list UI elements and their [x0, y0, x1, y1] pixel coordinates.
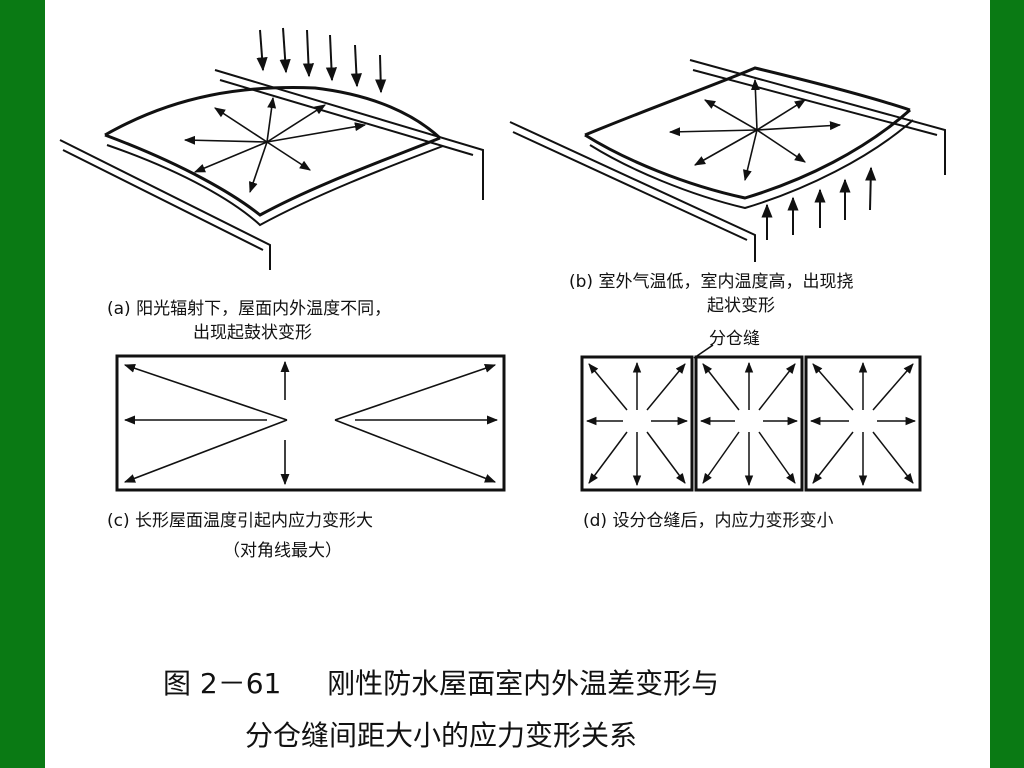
panel-a-caption-line1: (a) 阳光辐射下，屋面内外温度不同， — [107, 299, 392, 319]
panel-d-stress-arrows-1 — [585, 361, 689, 487]
figure-number: 图 2－61 — [163, 667, 282, 700]
panel-d-joint-pointer — [693, 344, 714, 359]
panel-d-joint-label: 分仓缝 — [709, 329, 760, 349]
panel-c-caption-line1: (c) 长形屋面温度引起内应力变形大 — [107, 511, 374, 531]
panel-a-sun-arrows — [256, 27, 387, 94]
panel-d-caption-line1: (d) 设分仓缝后，内应力变形变小 — [583, 511, 834, 531]
panel-b-stress-arrows — [668, 78, 842, 182]
panel-b-caption-line2: 起状变形 — [707, 296, 775, 316]
figure-title-line1: 图 2－61 刚性防水屋面室内外温差变形与 — [163, 664, 719, 704]
panel-c-stress-arrows — [123, 360, 499, 486]
panel-b-heat-arrows — [761, 166, 877, 240]
figure-page: (a) 阳光辐射下，屋面内外温度不同， 出现起鼓状变形 (b) 室外气温低，室内… — [45, 0, 990, 768]
panel-a-drawing — [59, 69, 484, 270]
panel-b-caption-line1: (b) 室外气温低，室内温度高，出现挠 — [569, 272, 854, 292]
figure-title-line2: 分仓缝间距大小的应力变形关系 — [245, 719, 638, 752]
figure-title-text1: 刚性防水屋面室内外温差变形与 — [327, 667, 720, 700]
panel-c-slab — [115, 354, 506, 492]
panel-a-caption-line2: 出现起鼓状变形 — [193, 323, 312, 343]
panel-d-stress-arrows-3 — [809, 361, 917, 487]
panel-b-drawing — [509, 59, 946, 262]
panel-c-caption-line2: （对角线最大） — [223, 541, 342, 561]
panel-d-stress-arrows-2 — [699, 361, 799, 487]
diagram-canvas — [59, 27, 946, 492]
panel-d-slabs — [580, 355, 922, 492]
panel-a-stress-arrows — [183, 96, 367, 194]
